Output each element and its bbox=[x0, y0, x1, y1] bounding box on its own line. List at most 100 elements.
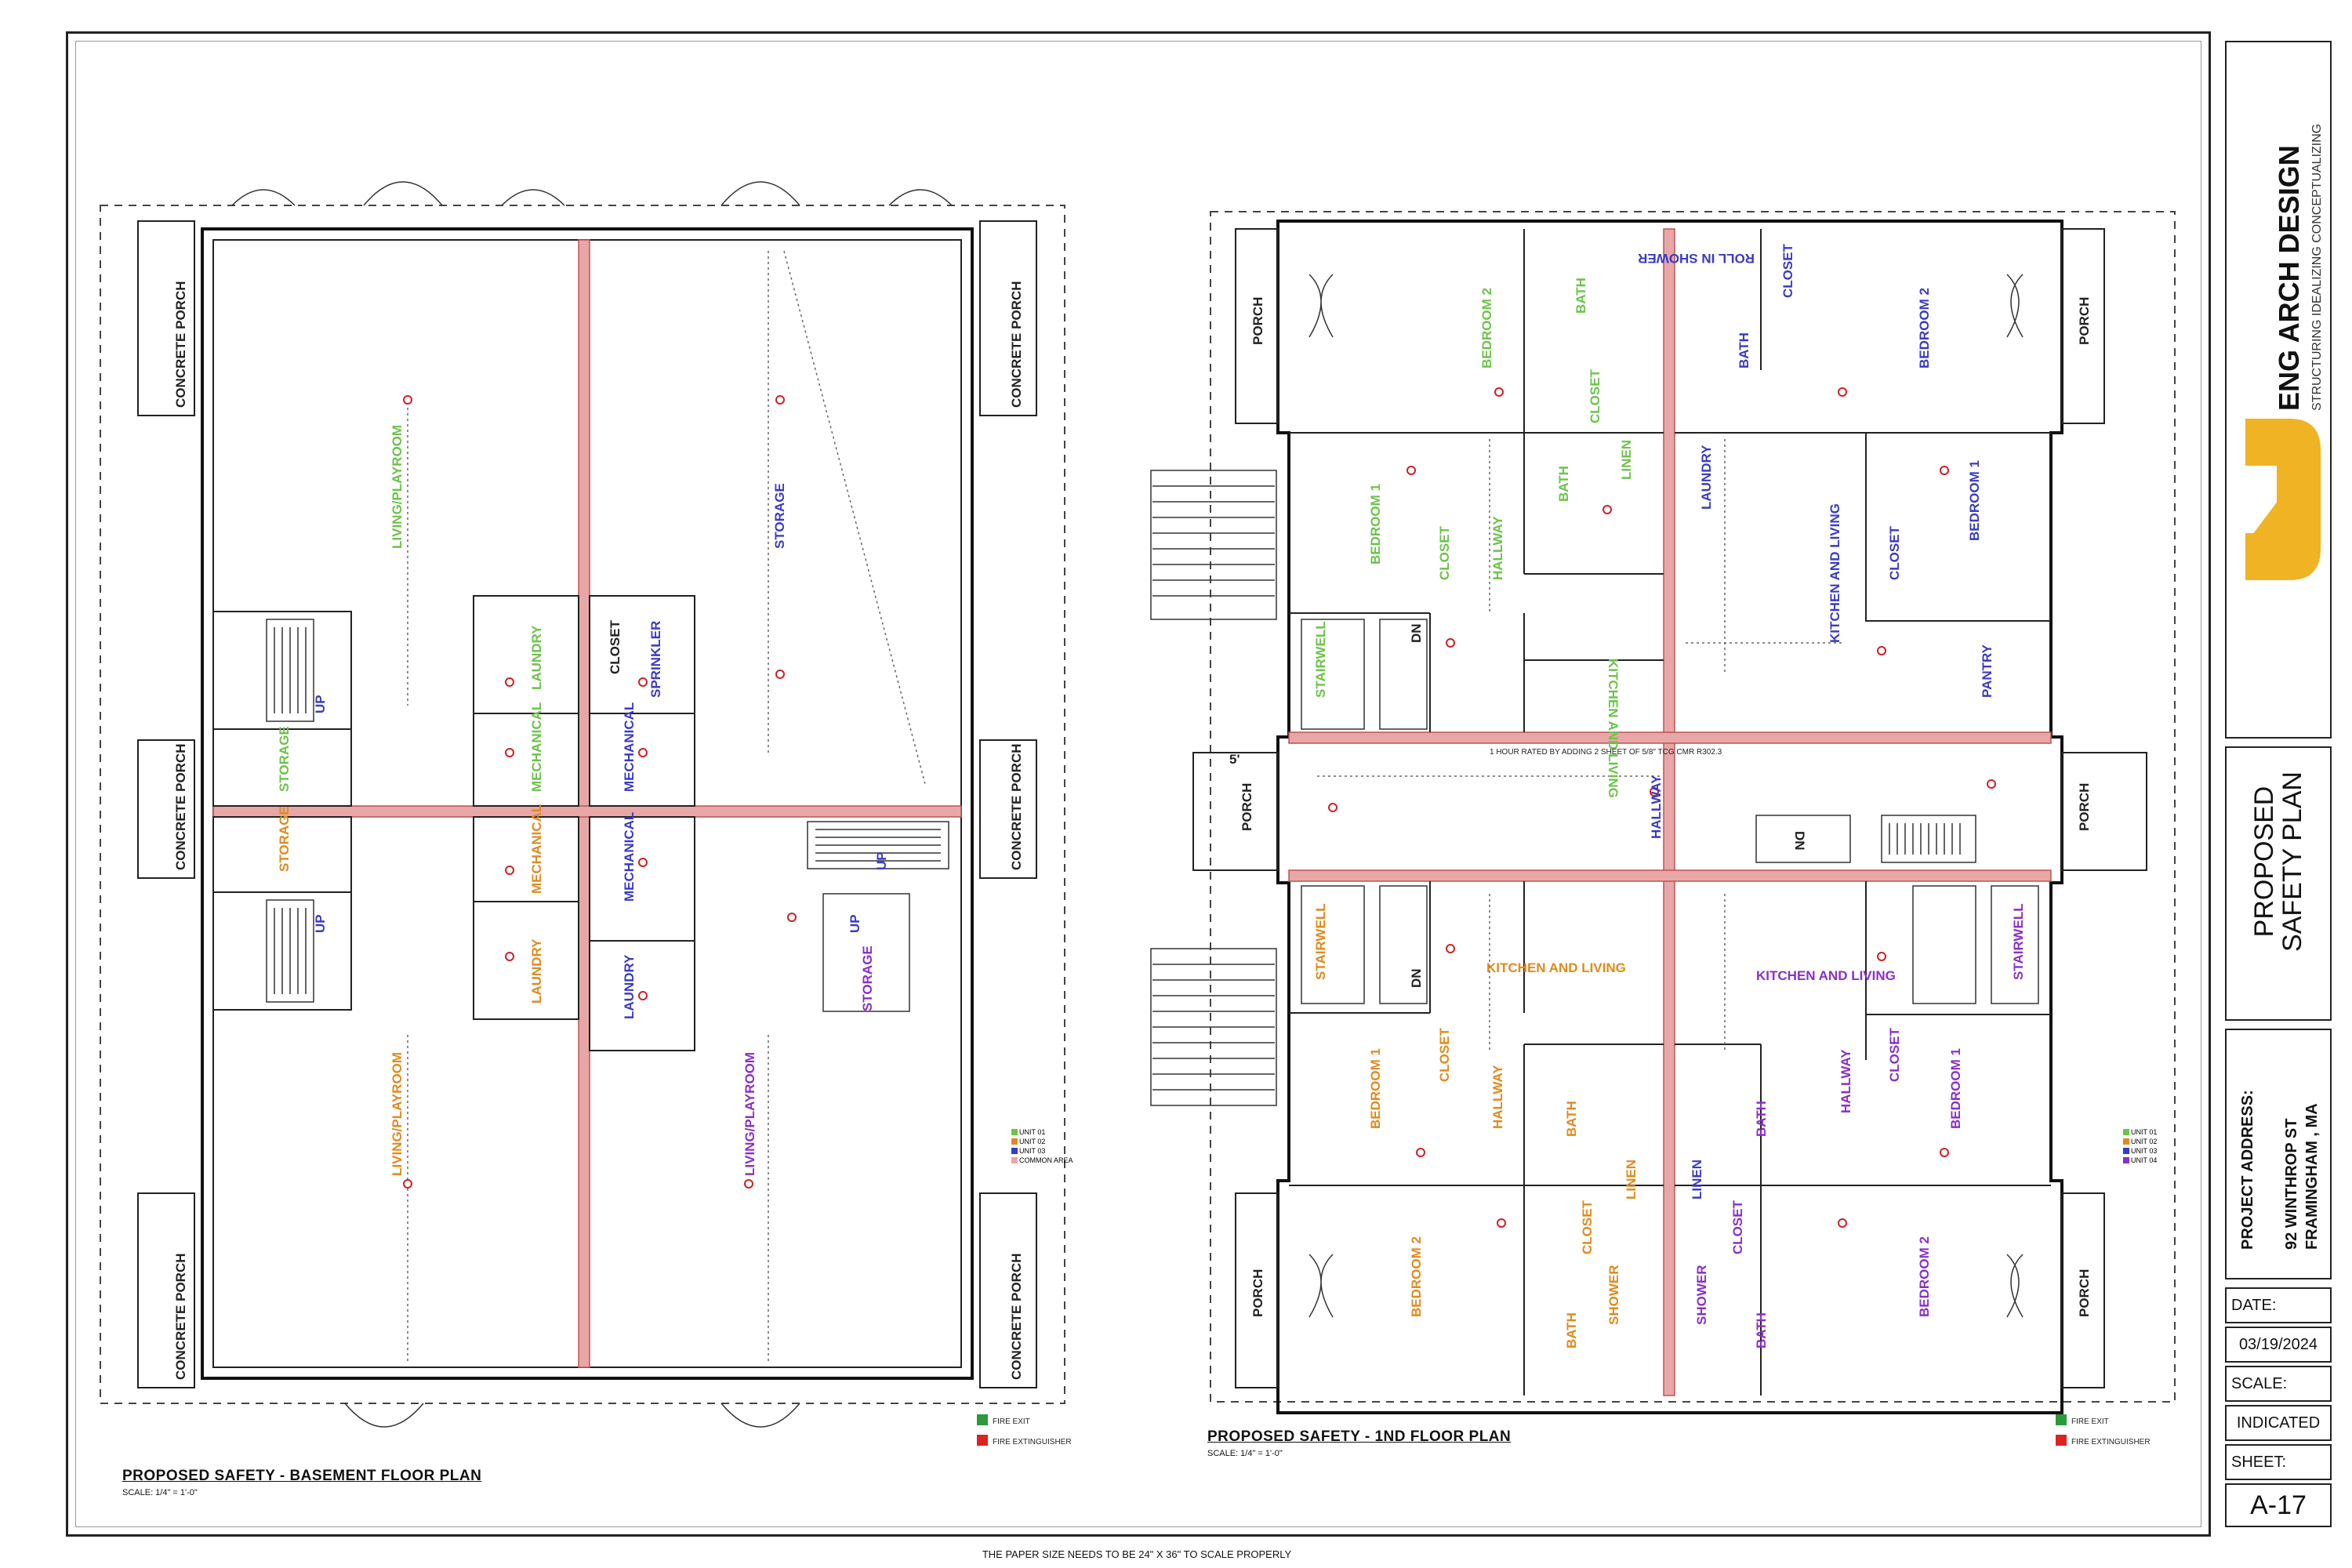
basement-sprinkler-label: SPRINKLER bbox=[648, 621, 663, 698]
shower-label-2: SHOWER bbox=[1694, 1265, 1709, 1326]
kitchen-living-label-4: KITCHEN AND LIVING bbox=[1756, 968, 1896, 983]
basement-mechanical-label: MECHANICAL bbox=[529, 702, 544, 792]
linen-label-3: LINEN bbox=[1690, 1160, 1704, 1200]
porch-label-6: PORCH bbox=[2077, 1269, 2092, 1317]
date-value: 03/19/2024 bbox=[2225, 1327, 2332, 1363]
basement-plan-title: PROPOSED SAFETY - BASEMENT FLOOR PLAN bbox=[122, 1468, 482, 1484]
bedroom-2-label-4: BEDROOM 2 bbox=[1917, 1236, 1932, 1317]
closet-label-3: CLOSET bbox=[1780, 243, 1795, 298]
rated-wall-note: 1 HOUR RATED BY ADDING 2 SHEET OF 5/8" T… bbox=[1490, 748, 1722, 757]
porch-label-5: PORCH bbox=[1250, 1269, 1265, 1317]
basement-legend-unit-03: UNIT 03 bbox=[1019, 1147, 1045, 1155]
porch-label-2: PORCH bbox=[2077, 297, 2092, 345]
linen-label-2: LINEN bbox=[1624, 1160, 1639, 1200]
closet-label: CLOSET bbox=[1437, 525, 1452, 580]
basement-storage-label-2: STORAGE bbox=[277, 806, 292, 872]
bath-label-7: BATH bbox=[1754, 1312, 1769, 1348]
first-floor-plan: PORCH PORCH PORCH PORCH PORCH PORCH BEDR… bbox=[1150, 211, 2176, 1446]
pantry-label: PANTRY bbox=[1980, 644, 1994, 698]
kitchen-living-label: KITCHEN AND LIVING bbox=[1606, 659, 1621, 798]
basement-legend-common: COMMON AREA bbox=[1019, 1156, 1073, 1164]
basement-mechanical-label-2: MECHANICAL bbox=[529, 804, 544, 894]
basement-up-label-2: UP bbox=[313, 914, 328, 933]
bedroom-1-label-2: BEDROOM 1 bbox=[1967, 460, 1982, 541]
basement-storage-label: STORAGE bbox=[277, 726, 292, 792]
basement-legend-unit-01: UNIT 01 bbox=[1019, 1128, 1045, 1136]
basement-living-playroom-label: LIVING/PLAYROOM bbox=[390, 425, 405, 549]
bedroom-2-label-3: BEDROOM 2 bbox=[1409, 1236, 1424, 1317]
basement-closet-label: CLOSET bbox=[608, 619, 622, 674]
porch-label-3: PORCH bbox=[1240, 783, 1254, 831]
concrete-porch-label-6: CONCRETE PORCH bbox=[1009, 1253, 1024, 1380]
basement-up-label-4: UP bbox=[848, 914, 862, 933]
stairwell-label-2: STAIRWELL bbox=[1313, 903, 1328, 980]
kitchen-living-label-2: KITCHEN AND LIVING bbox=[1828, 503, 1842, 643]
porch-label-4: PORCH bbox=[2077, 783, 2092, 831]
address-line-1: 92 WINTHROP ST bbox=[2283, 1118, 2300, 1250]
bath-label-3: BATH bbox=[1737, 332, 1751, 368]
closet-label-6: CLOSET bbox=[1580, 1200, 1595, 1254]
linen-label: LINEN bbox=[1619, 440, 1634, 480]
scale-label: SCALE: bbox=[2225, 1366, 2332, 1402]
bedroom-1-label-3: BEDROOM 1 bbox=[1368, 1048, 1383, 1129]
project-label: PROJECT ADDRESS: bbox=[2239, 1090, 2256, 1250]
concrete-porch-label-2: CONCRETE PORCH bbox=[1009, 281, 1024, 408]
bedroom-2-label-2: BEDROOM 2 bbox=[1917, 288, 1932, 368]
company-name: ENG ARCH DESIGN bbox=[2273, 145, 2305, 411]
company-tagline: STRUCTURING IDEALIZING CONCEPTUALIZING bbox=[2310, 124, 2324, 411]
basement-mechanical-label-3: MECHANICAL bbox=[622, 702, 637, 792]
basement-common-storage-label: STORAGE bbox=[772, 483, 787, 549]
fire-exit-legend-2: FIRE EXIT bbox=[2071, 1417, 2109, 1426]
fire-extinguisher-legend: FIRE EXTINGUISHER bbox=[993, 1438, 1072, 1446]
paper-size-note: THE PAPER SIZE NEEDS TO BE 24" X 36" TO … bbox=[982, 1548, 1292, 1560]
first-floor-plan-title: PROPOSED SAFETY - 1ND FLOOR PLAN bbox=[1207, 1428, 1512, 1445]
bedroom-1-label: BEDROOM 1 bbox=[1368, 484, 1383, 564]
basement-up-label-3: UP bbox=[874, 851, 889, 870]
hallway-label-2: HALLWAY bbox=[1649, 775, 1664, 839]
closet-label-7: CLOSET bbox=[1730, 1200, 1745, 1254]
shower-label: SHOWER bbox=[1606, 1265, 1621, 1326]
sheet-number: A-17 bbox=[2225, 1483, 2332, 1527]
kitchen-living-label-3: KITCHEN AND LIVING bbox=[1486, 960, 1626, 975]
basement-laundry-label-2: LAUNDRY bbox=[529, 938, 544, 1004]
fire-exit-legend: FIRE EXIT bbox=[993, 1417, 1030, 1426]
basement-laundry-label-3: LAUNDRY bbox=[622, 954, 637, 1019]
fire-extinguisher-legend-2: FIRE EXTINGUISHER bbox=[2071, 1438, 2151, 1446]
first-legend-unit-03: UNIT 03 bbox=[2131, 1147, 2157, 1155]
bath-label-4: BATH bbox=[1564, 1101, 1579, 1137]
concrete-porch-label-5: CONCRETE PORCH bbox=[173, 1253, 188, 1380]
drawing-border bbox=[75, 41, 2201, 1527]
bedroom-2-label: BEDROOM 2 bbox=[1479, 288, 1494, 368]
bath-label-5: BATH bbox=[1754, 1101, 1769, 1137]
first-legend-unit-01: UNIT 01 bbox=[2131, 1128, 2157, 1136]
stairwell-label: STAIRWELL bbox=[1313, 621, 1328, 698]
bath-label-6: BATH bbox=[1564, 1312, 1579, 1348]
porch-label: PORCH bbox=[1250, 297, 1265, 345]
first-legend-unit-02: UNIT 02 bbox=[2131, 1138, 2157, 1145]
sheet-border bbox=[66, 31, 2211, 1537]
sheet-label: SHEET: bbox=[2225, 1444, 2332, 1480]
basement-laundry-label: LAUNDRY bbox=[529, 625, 544, 690]
dn-label-3: DN bbox=[1792, 831, 1807, 851]
closet-label-4: CLOSET bbox=[1887, 525, 1902, 580]
basement-plan-scale: SCALE: 1/4" = 1'-0" bbox=[122, 1488, 198, 1497]
address-line-2: FRAMINGHAM , MA bbox=[2303, 1103, 2321, 1250]
title-block-sheet-title: PROPOSED SAFETY PLAN bbox=[2225, 746, 2332, 1021]
concrete-porch-label-3: CONCRETE PORCH bbox=[173, 743, 188, 870]
basement-floor-plan: LIVING/PLAYROOM LIVING/PLAYROOM LIVING/P… bbox=[100, 181, 1065, 1446]
dimension-5ft: 5' bbox=[1229, 752, 1240, 767]
closet-label-8: CLOSET bbox=[1887, 1027, 1902, 1082]
title-block-logo-panel: ENG ARCH DESIGN STRUCTURING IDEALIZING C… bbox=[2225, 41, 2332, 739]
bath-label-2: BATH bbox=[1556, 466, 1571, 502]
basement-mechanical-label-4: MECHANICAL bbox=[622, 812, 637, 902]
basement-storage-label-3: STORAGE bbox=[860, 946, 875, 1011]
bath-label: BATH bbox=[1573, 278, 1588, 314]
hallway-label-3: HALLWAY bbox=[1490, 1065, 1505, 1129]
roll-in-shower-label: ROLL IN SHOWER bbox=[1638, 251, 1755, 266]
bedroom-1-label-4: BEDROOM 1 bbox=[1948, 1048, 1963, 1129]
laundry-label: LAUNDRY bbox=[1699, 445, 1714, 510]
first-floor-plan-scale: SCALE: 1/4" = 1'-0" bbox=[1207, 1449, 1283, 1458]
date-label: DATE: bbox=[2225, 1287, 2332, 1323]
dn-label: DN bbox=[1409, 623, 1424, 643]
